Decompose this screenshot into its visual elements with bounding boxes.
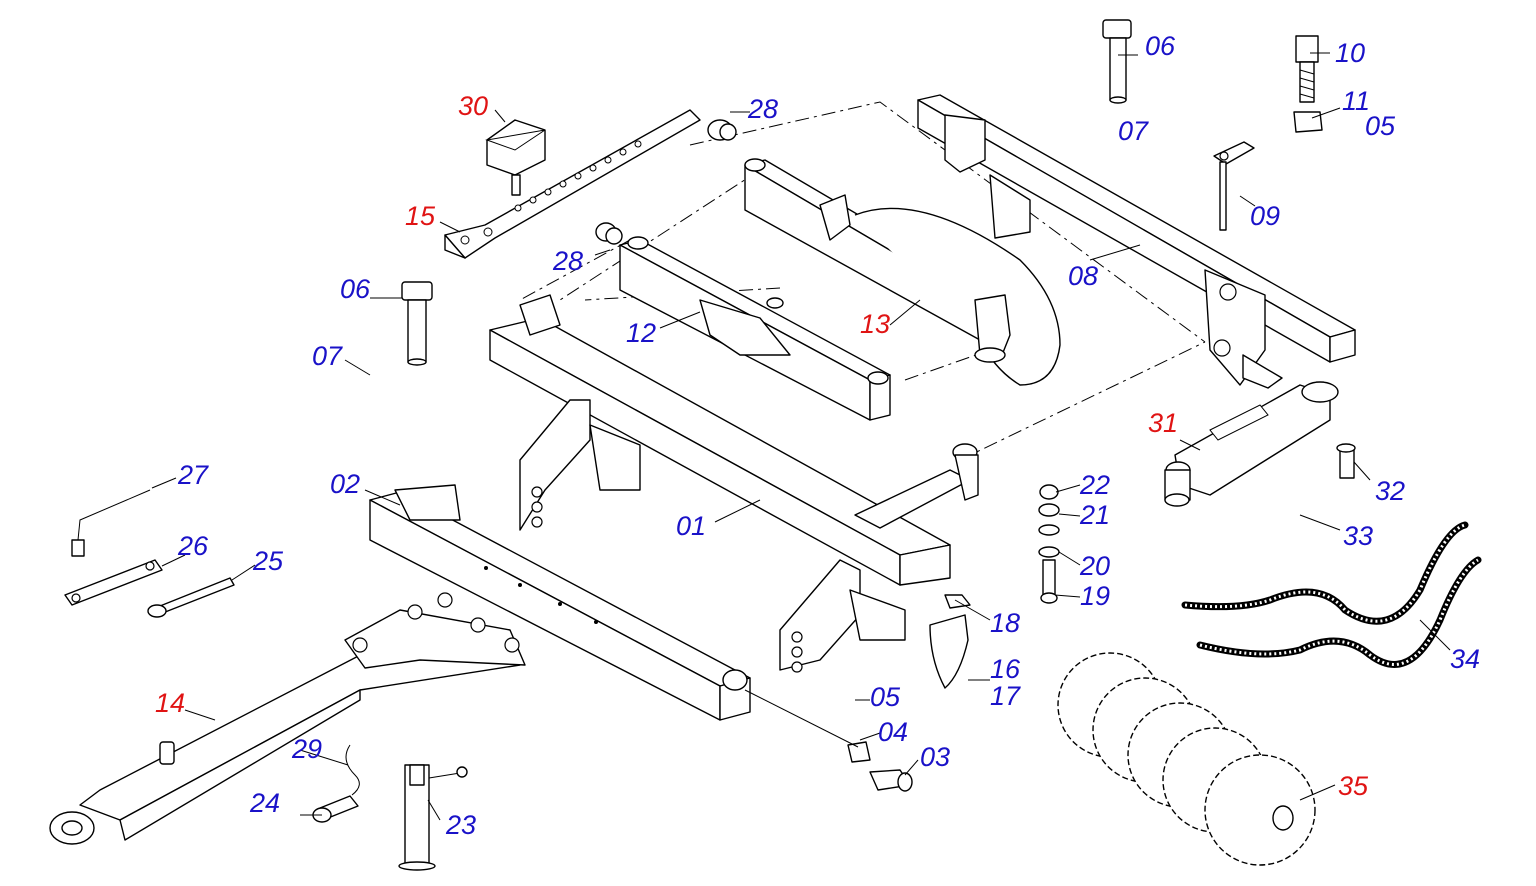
callout-25: 25	[252, 546, 284, 576]
callout-14: 14	[155, 688, 185, 718]
adjust-lever	[444, 109, 701, 259]
plug-top-28	[707, 119, 737, 141]
hydraulic-hoses	[1181, 521, 1482, 668]
assembly-dash-lines	[519, 101, 1206, 461]
callout-35: 35	[1338, 771, 1369, 801]
jack-pin	[312, 795, 359, 823]
jack-stand	[398, 764, 468, 871]
main-frame	[489, 294, 979, 673]
disc-gang	[1057, 652, 1316, 866]
callout-23: 23	[445, 810, 476, 840]
callout-03: 03	[920, 742, 950, 772]
cyl-pin	[1336, 443, 1356, 479]
callout-32: 32	[1375, 476, 1405, 506]
link-plate-26	[64, 559, 163, 606]
left-pin	[401, 281, 433, 366]
callout-15: 15	[405, 201, 436, 231]
castle-nut-11	[1293, 111, 1323, 133]
callout-29: 29	[291, 734, 322, 764]
nut-04	[847, 741, 871, 763]
callout-28-left: 28	[552, 246, 583, 276]
callout-34: 34	[1450, 644, 1480, 674]
callout-30: 30	[458, 91, 488, 121]
callout-09: 09	[1250, 201, 1280, 231]
callout-16: 16	[990, 654, 1021, 684]
callout-08: 08	[1068, 261, 1098, 291]
callout-01: 01	[676, 511, 706, 541]
callout-05-bottom: 05	[870, 682, 901, 712]
callout-33: 33	[1343, 521, 1373, 551]
callout-17: 17	[990, 681, 1021, 711]
callout-06-top: 06	[1145, 31, 1176, 61]
callout-21: 21	[1079, 500, 1110, 530]
callout-22: 22	[1079, 470, 1110, 500]
swing-beam	[619, 236, 891, 421]
callout-07-left: 07	[312, 341, 343, 371]
callout-19: 19	[1080, 581, 1110, 611]
rear-frame-beam	[917, 94, 1356, 389]
plug-left-28	[595, 222, 623, 245]
callout-11: 11	[1342, 86, 1370, 116]
shank-16-17	[929, 614, 969, 689]
pin-03	[869, 769, 913, 792]
callout-28-top: 28	[747, 94, 778, 124]
hydraulic-cylinder	[1164, 381, 1339, 507]
callout-12: 12	[626, 318, 656, 348]
callout-02: 02	[330, 469, 360, 499]
callout-27: 27	[177, 460, 209, 490]
leader-lines	[151, 52, 1451, 821]
callout-07-top: 07	[1118, 116, 1149, 146]
top-pin	[1102, 19, 1132, 104]
tool-bar	[369, 484, 751, 721]
callout-18: 18	[990, 608, 1020, 638]
hitch-clip	[345, 744, 360, 796]
callout-04: 04	[878, 717, 908, 747]
callout-05-top: 05	[1365, 111, 1396, 141]
callout-26: 26	[177, 531, 209, 561]
bolt-10	[1295, 35, 1319, 103]
wrench-27	[71, 489, 151, 557]
tongue	[49, 592, 526, 845]
callout-10: 10	[1335, 38, 1365, 68]
callout-24: 24	[249, 788, 280, 818]
callout-13: 13	[860, 309, 890, 339]
link-25	[147, 577, 235, 618]
callout-labels: 06 07 10 11 05 09 08 30 28 15 28 06 07 1…	[155, 31, 1480, 840]
callout-06-left: 06	[340, 274, 371, 304]
callout-31: 31	[1148, 408, 1178, 438]
pin-plate-09	[1213, 141, 1255, 231]
callout-20: 20	[1079, 551, 1110, 581]
bolt-stack	[1038, 484, 1060, 604]
bracket-30	[485, 119, 546, 196]
drawbar-arm	[744, 158, 1061, 386]
